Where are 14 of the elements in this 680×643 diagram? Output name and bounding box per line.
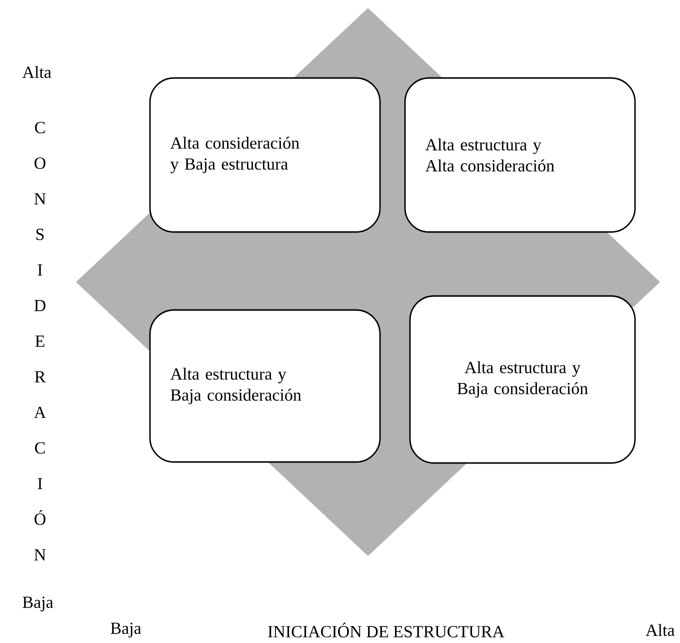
box-text: Alta estructura y Alta consideración [425, 138, 554, 172]
axis-label: CONSIDERACIÓN [34, 122, 46, 560]
axis-label: Baja [22, 596, 54, 612]
rounded-box [404, 77, 636, 233]
box-text: Alta consideración y Baja estructura [170, 136, 300, 174]
rounded-box [409, 295, 636, 464]
axis-label: Alta [646, 624, 675, 636]
rounded-box [149, 309, 381, 463]
box-text: Alta estructura y Baja consideración [170, 368, 302, 404]
axis-label: Alta [22, 66, 52, 78]
axis-label: Baja [110, 622, 142, 638]
box-text: Alta estructura y Baja consideración [457, 361, 588, 398]
rounded-box [149, 77, 381, 233]
axis-label: INICIACIÓN DE ESTRUCTURA [268, 622, 504, 638]
